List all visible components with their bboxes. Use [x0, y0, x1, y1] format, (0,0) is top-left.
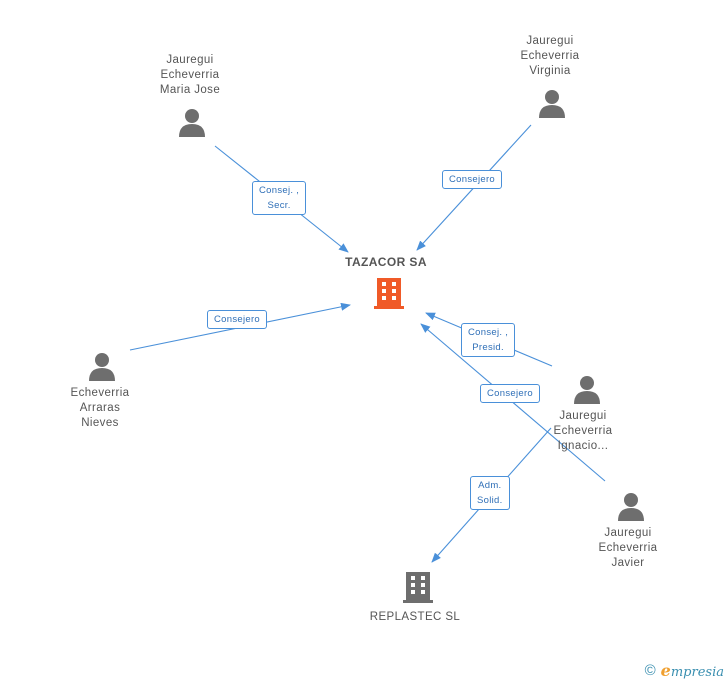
empresia-logo-initial: e	[660, 660, 671, 680]
person-icon-javier[interactable]	[617, 492, 645, 522]
building-icon-replastec[interactable]	[402, 570, 434, 604]
person-name-nieves[interactable]: Echeverria Arraras Nieves	[70, 387, 130, 429]
building-icon-tazacor[interactable]	[373, 276, 405, 310]
empresia-logo[interactable]: empresia	[661, 661, 724, 680]
copyright-icon: ©	[644, 661, 656, 679]
person-name-javier[interactable]: Jauregui Echeverria Javier	[598, 527, 658, 569]
company-name-replastec[interactable]: REPLASTEC SL	[369, 611, 461, 623]
person-icon-maria-jose[interactable]	[178, 108, 206, 138]
person-name-virginia[interactable]: Jauregui Echeverria Virginia	[520, 35, 580, 77]
edge-label-javier: Consejero	[480, 384, 541, 403]
edge-label-ignacio-adm: Adm. Solid.	[470, 476, 510, 510]
person-icon-virginia[interactable]	[538, 89, 566, 119]
edge-label-maria-jose: Consej. , Secr.	[252, 181, 307, 215]
edge-label-ignacio-presid: Consej. , Presid.	[461, 323, 516, 357]
company-name-tazacor[interactable]: TAZACOR SA	[345, 255, 427, 269]
person-name-ignacio[interactable]: Jauregui Echeverria Ignacio...	[553, 410, 613, 452]
empresia-logo-text: mpresia	[670, 664, 724, 680]
person-icon-nieves[interactable]	[88, 352, 116, 382]
edge-label-virginia: Consejero	[442, 170, 503, 189]
person-icon-ignacio[interactable]	[573, 375, 601, 405]
person-name-maria-jose[interactable]: Jauregui Echeverria Maria Jose	[159, 54, 221, 96]
footer-brand: © empresia	[645, 660, 724, 680]
edge-label-nieves: Consejero	[207, 310, 268, 329]
